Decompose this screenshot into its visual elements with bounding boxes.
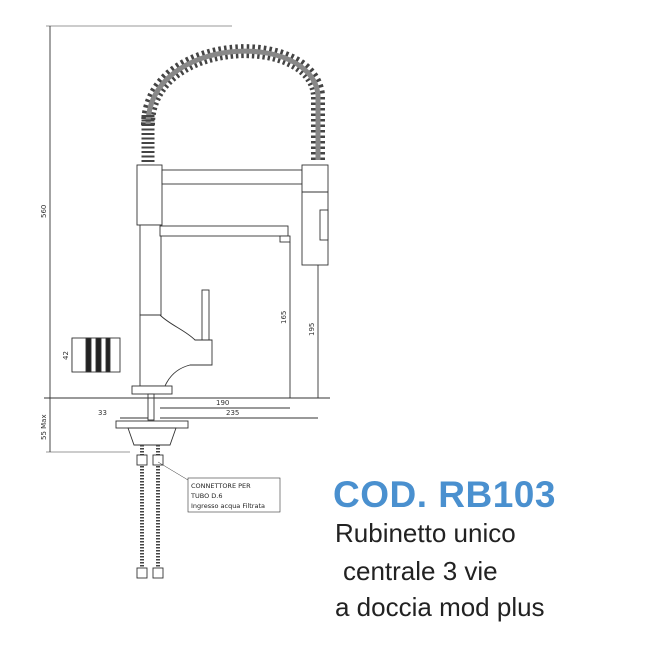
product-description-line-2: centrale 3 vie (343, 556, 498, 586)
connector-note-line-3: Ingresso acqua Filtrata (191, 502, 265, 510)
dim-reach-outer: 235 (226, 409, 239, 417)
connector-note-line-1: CONNETTORE PER (191, 482, 251, 490)
product-description-line-1: Rubinetto unico (335, 518, 516, 548)
dim-body-width: 42 (62, 351, 70, 360)
connector-note-line-2: TUBO D.6 (190, 492, 222, 500)
dim-spout-height: 195 (308, 323, 316, 336)
dim-max-thickness: 55 Max (40, 414, 48, 440)
product-code: COD. RB103 (333, 474, 556, 515)
dim-height-total: 560 (40, 205, 48, 218)
dim-reach-inner: 190 (216, 399, 229, 407)
dim-base-offset: 33 (98, 409, 107, 417)
dim-handle-height: 165 (280, 311, 288, 324)
product-description-line-3: a doccia mod plus (335, 592, 545, 622)
